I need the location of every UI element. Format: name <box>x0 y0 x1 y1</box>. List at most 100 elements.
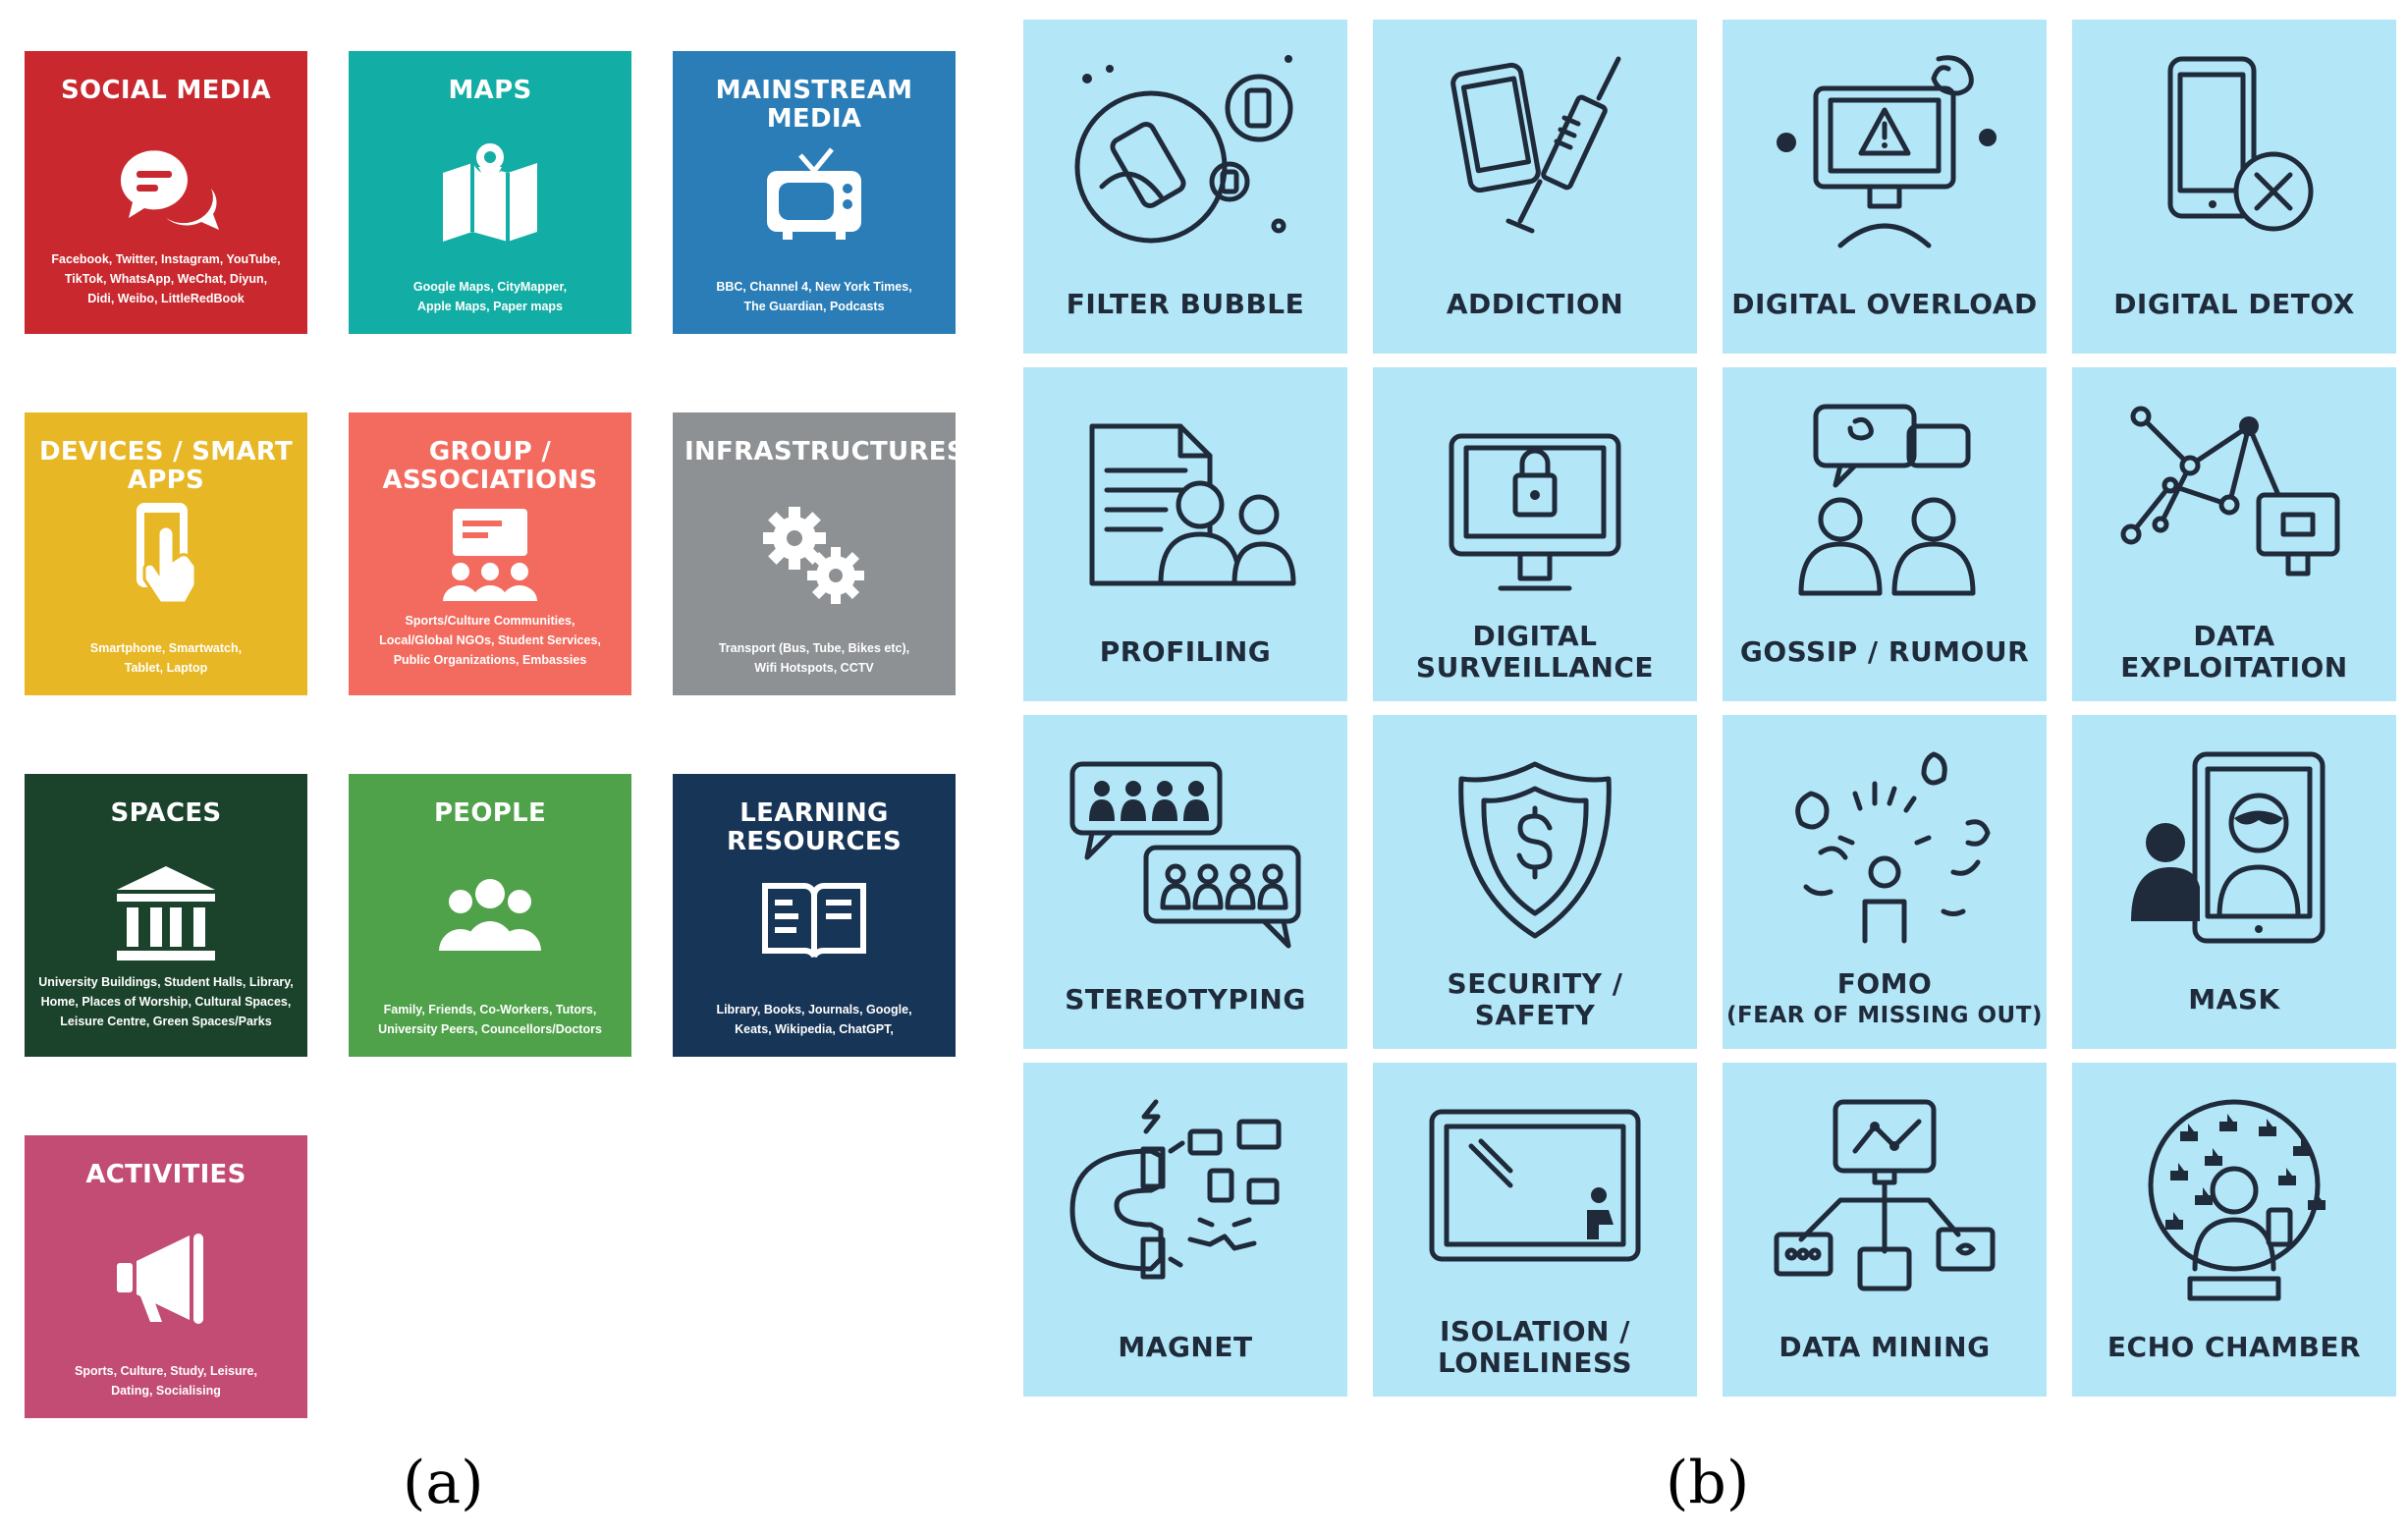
description-line: Family, Friends, Co-Workers, Tutors, <box>383 1003 597 1016</box>
description-line: Smartphone, Smartwatch, <box>89 641 243 655</box>
open-book-icon <box>755 856 873 974</box>
category-title: INFRASTRUCTURES <box>684 437 965 467</box>
concept-card: FILTER BUBBLE <box>1023 20 1347 354</box>
category-card: DEVICES / SMART APPS Smartphone, Smartwat… <box>25 412 307 695</box>
description-line: University Peers, Councellors/Doctors <box>378 1022 602 1036</box>
concept-label: GOSSIP / RUMOUR <box>1723 613 2047 691</box>
chat-bubbles-icon <box>107 134 225 251</box>
concept-title: MASK <box>2188 983 2280 1016</box>
bubble-phone-icon <box>1063 49 1308 260</box>
concept-label: DATA MINING <box>1723 1308 2047 1387</box>
monitor-folders-icon <box>1762 1092 2007 1303</box>
description-line: TikTok, WhatsApp, WeChat, Diyun, <box>64 272 268 286</box>
description-line: Public Organizations, Embassies <box>393 653 587 667</box>
description-line: Leisure Centre, Green Spaces/Parks <box>60 1015 272 1028</box>
category-description: BBC, Channel 4, New York Times, The Guard… <box>684 277 944 316</box>
category-title: PEOPLE <box>433 798 547 828</box>
description-line: Sports/Culture Communities, <box>405 614 575 628</box>
concept-label: PROFILING <box>1023 613 1347 691</box>
concept-title: DATA MINING <box>1779 1331 1991 1363</box>
concept-label: SECURITY / SAFETY <box>1373 961 1697 1039</box>
speech-crowd-icon <box>1063 744 1308 956</box>
snow-globe-icon <box>2111 1092 2357 1303</box>
description-line: Transport (Bus, Tube, Bikes etc), <box>718 641 910 655</box>
category-description: Family, Friends, Co-Workers, Tutors, Univ… <box>360 1000 620 1039</box>
concept-title: DATA EXPLOITATION <box>2120 620 2348 684</box>
category-title: SOCIAL MEDIA <box>61 76 271 105</box>
description-line: Local/Global NGOs, Student Services, <box>379 633 601 647</box>
category-description: Google Maps, CityMapper, Apple Maps, Pape… <box>360 277 620 316</box>
magnet-icon <box>1063 1092 1308 1303</box>
concept-label: ISOLATION / LONELINESS <box>1373 1308 1697 1387</box>
concept-label: STEREOTYPING <box>1023 961 1347 1039</box>
concept-label: DIGITAL DETOX <box>2072 265 2396 344</box>
phone-syringe-icon <box>1412 49 1658 260</box>
concept-label: ADDICTION <box>1373 265 1697 344</box>
category-card: MAINSTREAM MEDIA BBC, Channel 4, New York… <box>673 51 956 334</box>
person-bubbles-icon <box>1762 744 2007 956</box>
concept-card: MAGNET <box>1023 1063 1347 1397</box>
network-monitor-icon <box>2111 397 2357 608</box>
description-line: Didi, Weibo, LittleRedBook <box>87 292 245 305</box>
concept-card: ISOLATION / LONELINESS <box>1373 1063 1697 1397</box>
description-line: Wifi Hotspots, CCTV <box>754 661 874 675</box>
concept-label: DIGITAL SURVEILLANCE <box>1373 613 1697 691</box>
concept-title: SECURITY / SAFETY <box>1447 967 1623 1031</box>
description-line: Library, Books, Journals, Google, <box>716 1003 912 1016</box>
concept-title: ISOLATION / LONELINESS <box>1437 1315 1633 1379</box>
concept-card: DIGITAL OVERLOAD <box>1723 20 2047 354</box>
concept-label: MASK <box>2072 961 2396 1039</box>
description-line: Apple Maps, Paper maps <box>417 300 563 313</box>
concept-card: ADDICTION <box>1373 20 1697 354</box>
people-group-icon <box>431 856 549 974</box>
description-line: Tablet, Laptop <box>124 661 208 675</box>
concept-card: DATA EXPLOITATION <box>2072 367 2396 701</box>
concept-title: DIGITAL SURVEILLANCE <box>1415 620 1655 684</box>
concept-title: DIGITAL DETOX <box>2113 288 2355 320</box>
concept-card: GOSSIP / RUMOUR <box>1723 367 2047 701</box>
concept-title: GOSSIP / RUMOUR <box>1739 635 2030 668</box>
concept-title: DIGITAL OVERLOAD <box>1731 288 2038 320</box>
concept-card: MASK <box>2072 715 2396 1049</box>
concept-label: MAGNET <box>1023 1308 1347 1387</box>
description-line: Home, Places of Worship, Cultural Spaces… <box>40 995 292 1009</box>
concept-card: SECURITY / SAFETY <box>1373 715 1697 1049</box>
concept-title: ADDICTION <box>1446 288 1624 320</box>
concept-subtitle: (FEAR OF MISSING OUT) <box>1726 1003 2043 1028</box>
presentation-group-icon <box>431 495 549 613</box>
category-card: INFRASTRUCTURES Transport (Bus, Tube, Bik… <box>673 412 965 695</box>
screen-person-icon <box>1412 1092 1658 1303</box>
concept-card: DIGITAL SURVEILLANCE <box>1373 367 1697 701</box>
gears-icon <box>755 495 873 613</box>
concept-label: ECHO CHAMBER <box>2072 1308 2396 1387</box>
concept-title: FOMO <box>1836 967 1933 1000</box>
concept-label: DIGITAL OVERLOAD <box>1723 265 2047 344</box>
tv-icon <box>755 134 873 251</box>
description-line: BBC, Channel 4, New York Times, <box>716 280 912 294</box>
category-description: Library, Books, Journals, Google,Keats, … <box>684 1000 944 1039</box>
category-title: MAINSTREAM MEDIA <box>715 76 913 134</box>
building-columns-icon <box>107 856 225 974</box>
shield-dollar-icon <box>1412 744 1658 956</box>
megaphone-icon <box>107 1218 225 1336</box>
description-line: University Buildings, Student Halls, Lib… <box>38 975 294 989</box>
concept-card: DATA MINING <box>1723 1063 2047 1397</box>
panel-b-label: (b) <box>1666 1449 1750 1517</box>
hand-touch-phone-icon <box>107 495 225 613</box>
panel-a-label: (a) <box>403 1449 484 1517</box>
concept-title: PROFILING <box>1099 635 1272 668</box>
document-people-icon <box>1063 397 1308 608</box>
description-line: The Guardian, Podcasts <box>743 300 885 313</box>
concept-title: FILTER BUBBLE <box>1066 288 1305 320</box>
category-description: Sports, Culture, Study, Leisure,Dating, … <box>36 1361 296 1400</box>
category-title: DEVICES / SMART APPS <box>38 437 294 495</box>
category-description: Facebook, Twitter, Instagram, YouTube,Ti… <box>36 249 296 308</box>
phone-cross-icon <box>2111 49 2357 260</box>
category-description: Smartphone, Smartwatch, Tablet, Laptop <box>36 638 296 678</box>
description-line: Google Maps, CityMapper, <box>412 280 568 294</box>
concept-title: MAGNET <box>1118 1331 1253 1363</box>
concept-label: FOMO (FEAR OF MISSING OUT) <box>1723 961 2047 1039</box>
